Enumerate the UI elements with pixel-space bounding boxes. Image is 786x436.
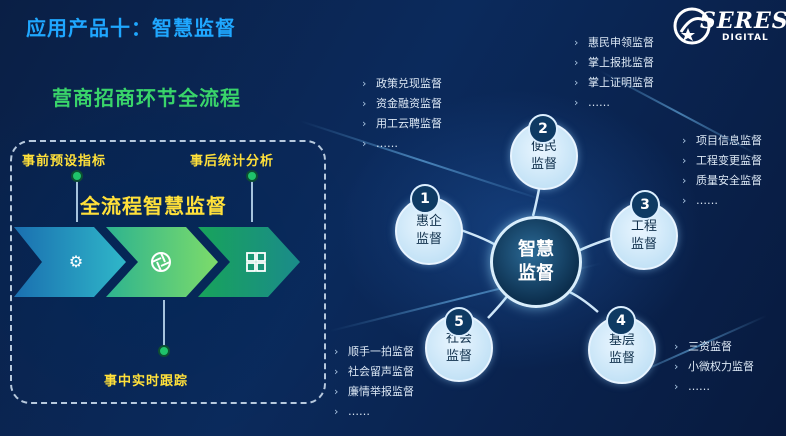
list-item: 资金融资监督 bbox=[362, 94, 442, 114]
list-item: …… bbox=[334, 402, 414, 422]
node-label: 监督 bbox=[530, 157, 557, 172]
before-label: 事前预设指标 bbox=[22, 154, 107, 169]
node-label: 基层 bbox=[608, 333, 635, 348]
list-item: …… bbox=[362, 134, 442, 154]
list-item: 质量安全监督 bbox=[682, 171, 762, 191]
node-label: 惠企 bbox=[415, 214, 442, 229]
after-dot bbox=[246, 170, 258, 182]
node-label: 监督 bbox=[415, 232, 442, 247]
list-item: …… bbox=[682, 191, 762, 211]
list-item: 社会留声监督 bbox=[334, 362, 414, 382]
list-item: …… bbox=[674, 377, 754, 397]
node-1: 惠企 监督 bbox=[395, 197, 463, 265]
logo-sub: DIGITAL bbox=[722, 33, 769, 43]
process-chevrons bbox=[14, 227, 300, 297]
list-item: 政策兑现监督 bbox=[362, 74, 442, 94]
node-4-list: 三资监督 小微权力监督 …… bbox=[674, 337, 754, 397]
node-label: 监督 bbox=[630, 237, 657, 252]
connector-4 bbox=[564, 288, 599, 313]
list-item: 廉情举报监督 bbox=[334, 382, 414, 402]
connector-3 bbox=[575, 236, 613, 254]
node-badge: 4 bbox=[606, 306, 636, 336]
node-label: 监督 bbox=[608, 351, 635, 366]
chevron-during bbox=[106, 227, 218, 297]
before-connector bbox=[76, 178, 78, 222]
list-item: 用工云聘监督 bbox=[362, 114, 442, 134]
headline: 全流程智慧监督 bbox=[80, 194, 227, 218]
node-badge: 1 bbox=[410, 184, 440, 214]
before-dot bbox=[71, 170, 83, 182]
list-item: 工程变更监督 bbox=[682, 151, 762, 171]
logo-mark-icon bbox=[673, 7, 711, 45]
seres-logo: SERES DIGITAL bbox=[672, 6, 786, 46]
node-badge: 5 bbox=[444, 307, 474, 337]
node-label: 监督 bbox=[445, 349, 472, 364]
after-label: 事后统计分析 bbox=[190, 154, 275, 169]
node-1-list: 政策兑现监督 资金融资监督 用工云聘监督 …… bbox=[362, 74, 442, 154]
list-item: …… bbox=[574, 93, 654, 113]
node-badge: 3 bbox=[630, 190, 660, 220]
hub-line1: 智慧 bbox=[518, 239, 554, 260]
hub-circle: 智慧 监督 bbox=[490, 216, 582, 308]
hub-line2: 监督 bbox=[518, 263, 554, 284]
node-4: 基层 监督 bbox=[588, 316, 656, 384]
node-3-list: 项目信息监督 工程变更监督 质量安全监督 …… bbox=[682, 131, 762, 211]
during-dot bbox=[158, 345, 170, 357]
process-frame bbox=[10, 140, 326, 404]
list-item: 项目信息监督 bbox=[682, 131, 762, 151]
aperture-icon bbox=[151, 252, 171, 272]
list-item: 掌上证明监督 bbox=[574, 73, 654, 93]
after-connector bbox=[251, 178, 253, 222]
chevron-before bbox=[14, 227, 126, 297]
list-item: 小微权力监督 bbox=[674, 357, 754, 377]
gear-icon: ⚙ bbox=[68, 252, 84, 271]
list-item: 顺手一拍监督 bbox=[334, 342, 414, 362]
section-title: 营商招商环节全流程 bbox=[52, 86, 241, 110]
windows-icon bbox=[246, 252, 266, 272]
node-label: 工程 bbox=[630, 219, 657, 234]
during-label: 事中实时跟踪 bbox=[104, 374, 189, 389]
logo-word: SERES bbox=[700, 8, 786, 34]
list-item: 掌上报批监督 bbox=[574, 53, 654, 73]
node-5-list: 顺手一拍监督 社会留声监督 廉情举报监督 …… bbox=[334, 342, 414, 422]
node-2-list: 惠民申领监督 掌上报批监督 掌上证明监督 …… bbox=[574, 33, 654, 113]
list-item: 惠民申领监督 bbox=[574, 33, 654, 53]
slide-title: 应用产品十：智慧监督 bbox=[26, 16, 236, 40]
list-item: 三资监督 bbox=[674, 337, 754, 357]
during-connector bbox=[163, 300, 165, 350]
chevron-after bbox=[198, 227, 300, 297]
node-badge: 2 bbox=[528, 114, 558, 144]
